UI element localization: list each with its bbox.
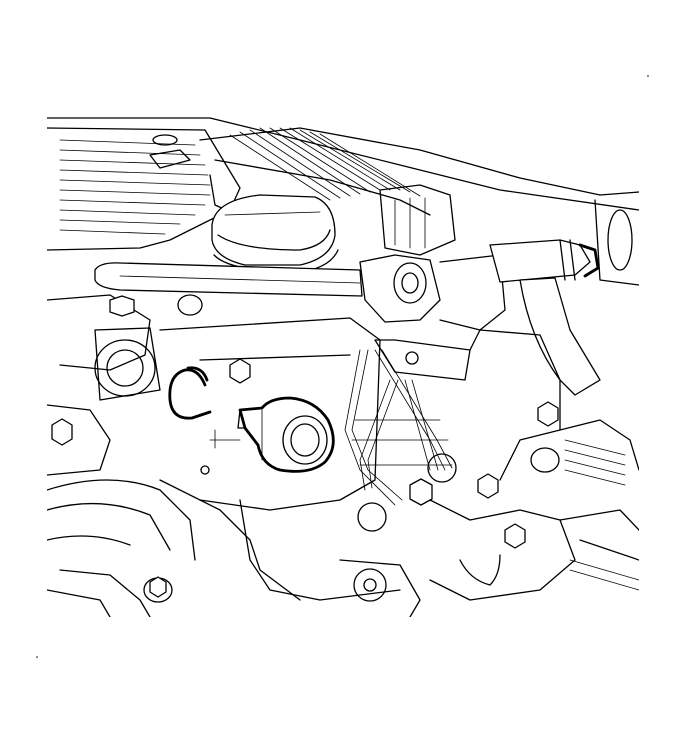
corner-mark-bottom xyxy=(36,656,38,658)
pcv-valve-body xyxy=(359,184,506,331)
lower-left-casting xyxy=(47,404,421,617)
solenoid-valve xyxy=(237,396,335,473)
corner-mark-top xyxy=(647,75,649,77)
vent-hose xyxy=(94,262,363,297)
right-tube xyxy=(489,191,639,396)
left-bracket xyxy=(47,294,251,401)
cylinder-head xyxy=(159,317,401,601)
oil-fill-cap xyxy=(211,194,339,273)
intake-manifold xyxy=(199,127,601,231)
retaining-ring xyxy=(168,366,212,420)
wiring-harness xyxy=(344,339,471,532)
right-bracket xyxy=(429,329,639,601)
